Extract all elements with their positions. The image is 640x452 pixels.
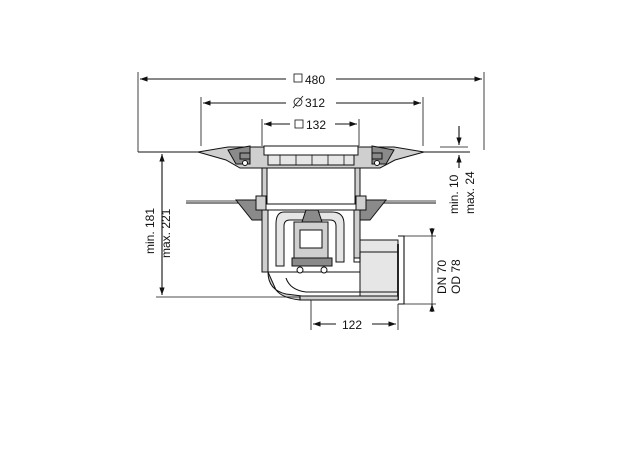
diameter-symbol-icon (292, 95, 304, 109)
drain-body (186, 145, 436, 305)
height-min-label: min. 181 (143, 208, 157, 254)
outlet-122-label: 122 (342, 318, 362, 332)
adjust-min-label: min. 10 (447, 174, 461, 214)
pipe-dn-label: DN 70 (435, 260, 449, 294)
dimension-grate-132: 132 (261, 118, 360, 146)
pipe-od-label: OD 78 (449, 259, 463, 294)
dimension-outlet-122: 122 (310, 300, 399, 332)
width-480-label: 480 (305, 73, 325, 87)
grate-132-label: 132 (306, 118, 326, 132)
dimension-diameter-312: 312 (200, 95, 424, 146)
dimension-adjustment: min. 10 max. 24 (440, 126, 477, 214)
square-symbol-icon (293, 73, 303, 83)
height-max-label: max. 221 (159, 208, 173, 258)
dimension-width-480: 480 (137, 72, 485, 152)
dimension-height: min. 181 max. 221 (143, 154, 300, 298)
square-symbol-icon (294, 119, 304, 129)
dimension-pipe-diameter: DN 70 OD 78 (404, 228, 463, 312)
diameter-312-label: 312 (305, 96, 325, 110)
adjust-max-label: max. 24 (463, 171, 477, 214)
